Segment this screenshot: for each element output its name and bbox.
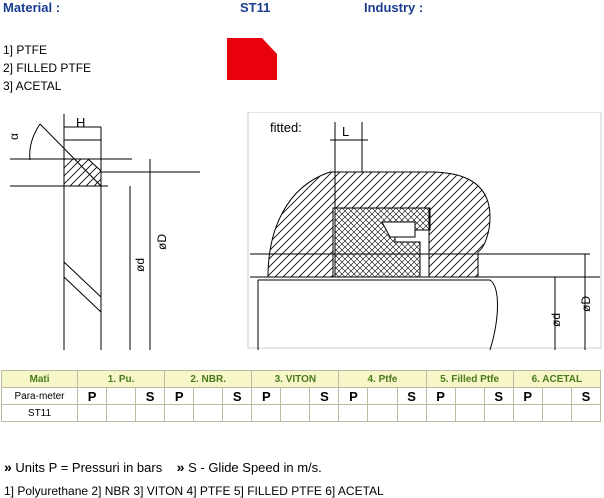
speed-text: S - Glide Speed in m/s. — [188, 460, 322, 475]
param-cell: S — [135, 387, 166, 405]
bullet-icon: » — [4, 459, 12, 475]
material-item: 2] FILLED PTFE — [3, 61, 92, 75]
value-cell — [367, 404, 398, 422]
material-heading: Material : — [3, 0, 61, 15]
material-list: 1] PTFE 2] FILLED PTFE 3] ACETAL — [3, 41, 91, 95]
value-cell — [135, 404, 166, 422]
value-cell — [454, 404, 485, 422]
param-cell: P — [338, 387, 369, 405]
param-cell: S — [483, 387, 514, 405]
value-cell — [222, 404, 253, 422]
value-cell — [541, 404, 572, 422]
dimension-lines-right — [250, 122, 600, 350]
header-cell: Mati — [1, 370, 78, 388]
material-item: 1] PTFE — [3, 43, 48, 57]
product-row-label: ST11 — [1, 404, 78, 422]
value-cell — [309, 404, 340, 422]
value-cell — [280, 404, 311, 422]
units-note: » Units P = Pressuri in bars » S - Glide… — [4, 459, 322, 475]
value-cell — [512, 404, 543, 422]
product-row: ST11 — [1, 404, 602, 422]
table-header-row: Mati 1. Pu. 2. NBR. 3. VITON 4. Ptfe 5. … — [1, 370, 602, 388]
param-cell: S — [396, 387, 427, 405]
param-cell: S — [309, 387, 340, 405]
param-cell: P — [164, 387, 195, 405]
header-cell: 5. Filled Ptfe — [425, 370, 514, 388]
material-item: 3] ACETAL — [3, 79, 62, 93]
value-cell — [106, 404, 137, 422]
technical-drawing: H α ød øD fitted: L ød øD — [7, 112, 602, 351]
seal-in-groove — [334, 207, 431, 278]
param-cell: P — [425, 387, 456, 405]
header-cell: 4. Ptfe — [338, 370, 427, 388]
header-cell: 2. NBR. — [164, 370, 253, 388]
parameter-row: Para-meter P S P S P S P S P S P S — [1, 387, 602, 405]
product-code-heading: ST11 — [240, 0, 271, 15]
param-cell — [454, 387, 485, 405]
fitted-label: fitted: — [270, 120, 302, 135]
units-text: Units P = Pressuri in bars — [15, 460, 163, 475]
shaft — [257, 279, 498, 351]
bullet-icon: » — [176, 459, 185, 475]
param-cell: P — [76, 387, 108, 405]
value-cell — [164, 404, 195, 422]
dim-l-label: L — [342, 124, 349, 139]
dim-d-small-label-left: ød — [133, 258, 147, 272]
dim-d-large-label-left: øD — [155, 234, 169, 250]
param-cell: S — [222, 387, 253, 405]
param-cell: P — [512, 387, 543, 405]
industry-heading: Industry : — [364, 0, 424, 15]
seal-cross-section-left — [10, 114, 200, 350]
param-cell — [280, 387, 311, 405]
value-cell — [193, 404, 224, 422]
value-cell — [425, 404, 456, 422]
param-cell — [106, 387, 137, 405]
angle-label: α — [7, 133, 21, 140]
value-cell — [251, 404, 282, 422]
row-label: Para-meter — [1, 387, 78, 405]
dim-h-label: H — [76, 115, 85, 130]
param-cell — [193, 387, 224, 405]
header-cell: 1. Pu. — [76, 370, 166, 388]
value-cell — [76, 404, 108, 422]
material-legend: 1] Polyurethane 2] NBR 3] VITON 4] PTFE … — [4, 484, 384, 498]
param-cell: S — [570, 387, 602, 405]
param-cell — [367, 387, 398, 405]
parameter-table: Mati 1. Pu. 2. NBR. 3. VITON 4. Ptfe 5. … — [1, 370, 602, 422]
fitted-drawing-frame — [247, 112, 602, 349]
param-cell — [541, 387, 572, 405]
dim-d-small-label-right: ød — [549, 313, 563, 327]
value-cell — [396, 404, 427, 422]
profile-shape — [227, 38, 277, 80]
value-cell — [483, 404, 514, 422]
seal-profile-swatch — [227, 38, 277, 80]
header-cell: 6. ACETAL — [512, 370, 602, 388]
value-cell — [338, 404, 369, 422]
header-cell: 3. VITON — [251, 370, 340, 388]
value-cell — [570, 404, 602, 422]
dim-d-large-label-right: øD — [579, 296, 593, 312]
param-cell: P — [251, 387, 282, 405]
